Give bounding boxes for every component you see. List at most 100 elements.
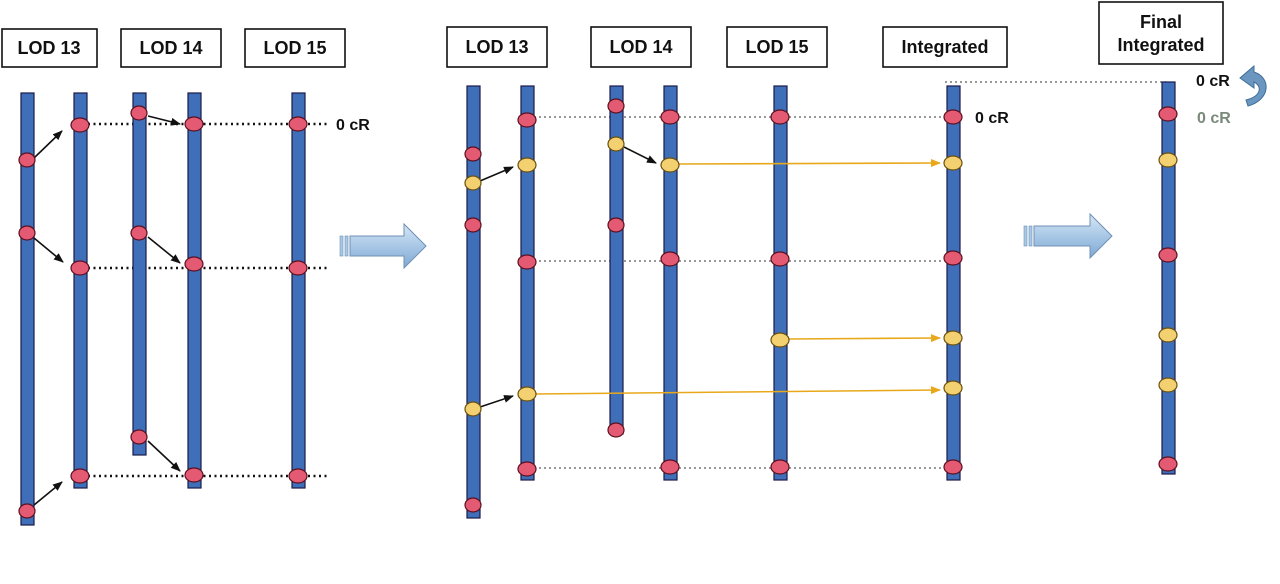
label-p1-lod15: LOD 15 bbox=[244, 28, 346, 68]
marker-node-yellow bbox=[660, 157, 680, 173]
marker-node bbox=[18, 152, 36, 168]
label-p3-final-integrated: Final Integrated bbox=[1098, 1, 1224, 65]
marker-node bbox=[288, 116, 308, 132]
label-text: LOD 14 bbox=[609, 37, 672, 57]
marker-node bbox=[464, 497, 482, 513]
marker-node bbox=[288, 260, 308, 276]
zero-cr-label-new: 0 cR bbox=[1196, 73, 1230, 90]
marker-node bbox=[943, 459, 963, 475]
marker-node bbox=[130, 225, 148, 241]
label-p2-lod15: LOD 15 bbox=[726, 26, 828, 68]
shift-arrow bbox=[147, 440, 181, 472]
chromosome-bar-p2-lod15 bbox=[773, 85, 788, 481]
integration-arrow bbox=[677, 159, 941, 168]
marker-node-yellow bbox=[770, 332, 790, 348]
marker-node-yellow bbox=[1158, 377, 1178, 393]
marker-node bbox=[770, 459, 790, 475]
chromosome-bar-p2-lod14b bbox=[663, 85, 678, 481]
marker-node bbox=[464, 146, 482, 162]
label-text: LOD 13 bbox=[17, 38, 80, 58]
marker-node bbox=[770, 109, 790, 125]
shift-arrow bbox=[33, 130, 63, 159]
marker-nodes-p2 bbox=[464, 98, 963, 513]
integration-arrow bbox=[787, 334, 941, 343]
marker-node-yellow bbox=[464, 401, 482, 417]
marker-node bbox=[607, 422, 625, 438]
label-p1-lod13: LOD 13 bbox=[1, 28, 98, 68]
chromosome-bar-p1-lod15 bbox=[291, 92, 306, 489]
marker-node bbox=[770, 251, 790, 267]
label-p2-integrated: Integrated bbox=[882, 26, 1008, 68]
label-p2-lod13: LOD 13 bbox=[446, 26, 548, 68]
marker-node-yellow bbox=[517, 386, 537, 402]
shift-arrow bbox=[147, 115, 181, 126]
marker-node bbox=[70, 117, 90, 133]
marker-node bbox=[18, 225, 36, 241]
panel-2: LOD 13 LOD 14 LOD 15 Integrated bbox=[446, 26, 1009, 519]
marker-node bbox=[184, 116, 204, 132]
shift-arrow bbox=[479, 166, 514, 182]
panel-1: LOD 13 LOD 14 LOD 15 bbox=[1, 28, 370, 526]
marker-node bbox=[288, 468, 308, 484]
zero-cr-label-old: 0 cR bbox=[1197, 110, 1231, 127]
shift-arrow bbox=[33, 237, 64, 263]
shift-arrow bbox=[147, 236, 181, 264]
marker-node-yellow bbox=[943, 330, 963, 346]
transition-arrow-2 bbox=[1023, 212, 1113, 260]
marker-node bbox=[943, 250, 963, 266]
marker-node bbox=[660, 109, 680, 125]
marker-node bbox=[1158, 247, 1178, 263]
shift-arrow bbox=[33, 481, 63, 506]
marker-node bbox=[517, 112, 537, 128]
marker-node-yellow bbox=[464, 175, 482, 191]
marker-node bbox=[943, 109, 963, 125]
label-p2-lod14: LOD 14 bbox=[590, 26, 692, 68]
label-text: Integrated bbox=[1117, 35, 1204, 55]
label-p1-lod14: LOD 14 bbox=[120, 28, 222, 68]
chromosome-bar-p1-lod13b bbox=[73, 92, 88, 489]
marker-node bbox=[660, 459, 680, 475]
chromosome-bar-p1-lod13a bbox=[20, 92, 35, 526]
marker-node-yellow bbox=[943, 155, 963, 171]
panel-3: Final Integrated 0 cR 0 cR bbox=[1098, 1, 1267, 475]
marker-node bbox=[1158, 106, 1178, 122]
marker-node bbox=[130, 105, 148, 121]
label-text: LOD 15 bbox=[745, 37, 808, 57]
marker-node bbox=[130, 429, 148, 445]
label-text: LOD 14 bbox=[139, 38, 202, 58]
marker-node bbox=[18, 503, 36, 519]
chromosome-bar-p2-lod13b bbox=[520, 85, 535, 481]
shift-arrow bbox=[479, 395, 514, 408]
label-text: Integrated bbox=[901, 37, 988, 57]
chromosome-bar-p2-integrated bbox=[946, 85, 961, 481]
marker-node-yellow bbox=[1158, 152, 1178, 168]
integration-arrow bbox=[534, 386, 941, 395]
marker-node-yellow bbox=[1158, 327, 1178, 343]
shift-arrow bbox=[623, 146, 657, 164]
marker-node bbox=[517, 461, 537, 477]
marker-node bbox=[184, 256, 204, 272]
chromosome-bar-final bbox=[1161, 81, 1176, 475]
marker-nodes-p3 bbox=[1158, 106, 1178, 472]
marker-node bbox=[1158, 456, 1178, 472]
marker-node bbox=[517, 254, 537, 270]
zero-cr-label: 0 cR bbox=[975, 110, 1009, 127]
marker-node-yellow bbox=[943, 380, 963, 396]
label-text: Final bbox=[1140, 12, 1182, 32]
zero-cr-label: 0 cR bbox=[336, 117, 370, 134]
curved-arrow-icon bbox=[1239, 64, 1267, 107]
marker-node bbox=[70, 260, 90, 276]
marker-node bbox=[607, 217, 625, 233]
chromosome-bar-p1-lod14b bbox=[187, 92, 202, 489]
marker-node-yellow bbox=[607, 136, 625, 152]
label-text: LOD 13 bbox=[465, 37, 528, 57]
marker-node bbox=[70, 468, 90, 484]
marker-node bbox=[184, 467, 204, 483]
marker-nodes-p1 bbox=[18, 105, 308, 519]
marker-node-yellow bbox=[517, 157, 537, 173]
marker-node bbox=[607, 98, 625, 114]
chromosome-bar-p1-lod14a bbox=[132, 92, 147, 456]
label-text: LOD 15 bbox=[263, 38, 326, 58]
transition-arrow-1 bbox=[339, 222, 427, 270]
